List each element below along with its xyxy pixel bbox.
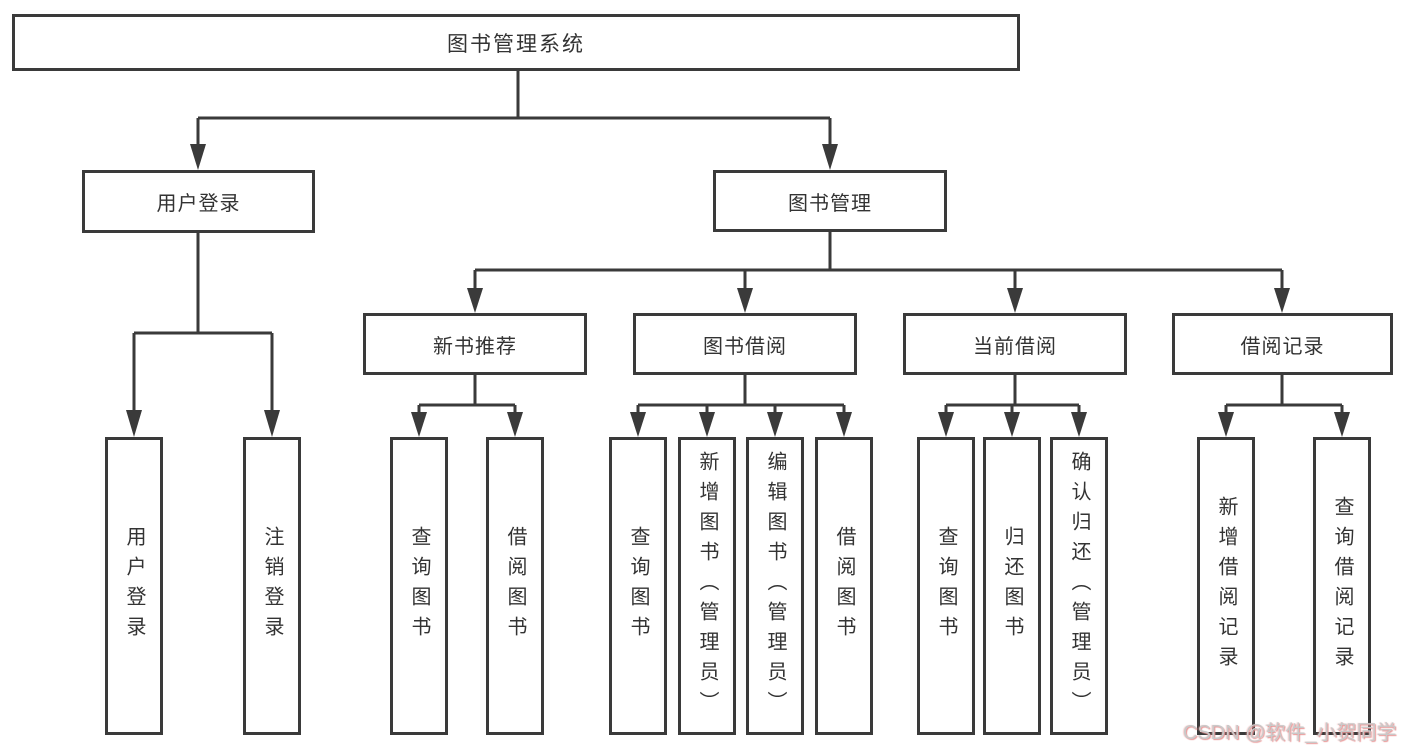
node-leaf-query-borrow-record: 查询借阅记录 — [1313, 437, 1371, 735]
node-leaf-logout: 注销登录 — [243, 437, 301, 735]
node-book-borrowing: 图书借阅 — [633, 313, 857, 375]
node-leaf-edit-books-admin: 编辑图书（管理员） — [746, 437, 804, 735]
node-current-borrowing: 当前借阅 — [903, 313, 1127, 375]
node-leaf-query-books-borrowing: 查询图书 — [609, 437, 667, 735]
leaf-label: 借阅图书 — [504, 526, 526, 646]
node-leaf-borrow-books: 借阅图书 — [815, 437, 873, 735]
node-user-login: 用户登录 — [82, 170, 315, 233]
leaf-label: 查询图书 — [935, 526, 957, 646]
node-leaf-add-books-admin: 新增图书（管理员） — [678, 437, 736, 735]
leaf-label: 确认归还（管理员） — [1068, 451, 1090, 721]
leaf-label: 新增图书（管理员） — [696, 451, 718, 721]
node-new-book-recommend: 新书推荐 — [363, 313, 587, 375]
leaf-label: 编辑图书（管理员） — [764, 451, 786, 721]
leaf-label: 查询借阅记录 — [1331, 496, 1353, 676]
leaf-label: 新增借阅记录 — [1215, 496, 1237, 676]
node-leaf-return-books: 归还图书 — [983, 437, 1041, 735]
node-book-management: 图书管理 — [713, 170, 947, 232]
node-leaf-add-borrow-record: 新增借阅记录 — [1197, 437, 1255, 735]
node-leaf-user-login: 用户登录 — [105, 437, 163, 735]
node-leaf-confirm-return-admin: 确认归还（管理员） — [1050, 437, 1108, 735]
leaf-label: 用户登录 — [123, 526, 145, 646]
csdn-watermark: CSDN @软件_小贺同学 — [1183, 722, 1397, 744]
leaf-label: 查询图书 — [408, 526, 430, 646]
node-leaf-query-books-recommend: 查询图书 — [390, 437, 448, 735]
node-leaf-query-books-current: 查询图书 — [917, 437, 975, 735]
node-borrowing-records: 借阅记录 — [1172, 313, 1393, 375]
leaf-label: 归还图书 — [1001, 526, 1023, 646]
leaf-label: 注销登录 — [261, 526, 283, 646]
leaf-label: 查询图书 — [627, 526, 649, 646]
node-leaf-borrow-books-recommend: 借阅图书 — [486, 437, 544, 735]
leaf-label: 借阅图书 — [833, 526, 855, 646]
node-library-management-system: 图书管理系统 — [12, 14, 1020, 71]
